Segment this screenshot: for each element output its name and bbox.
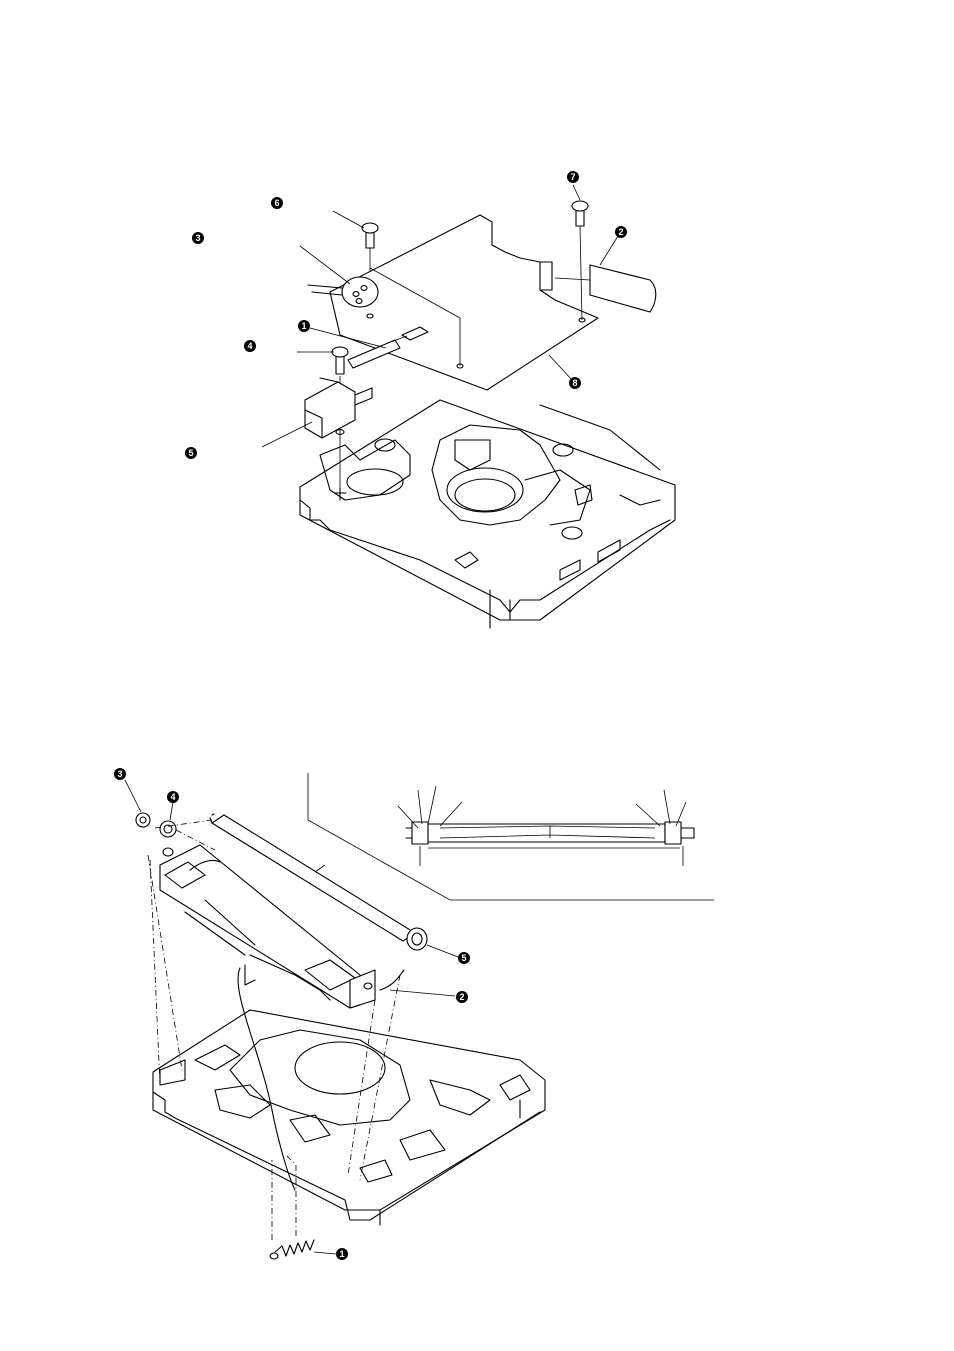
- inset-detail: [308, 773, 714, 900]
- callout-2-3: 3: [114, 768, 126, 780]
- flat-cable: [555, 265, 656, 312]
- callout-2-4: 4: [167, 791, 179, 803]
- bushing: [160, 821, 176, 837]
- callout-2: 2: [615, 226, 627, 238]
- callout-5-label: 5: [188, 448, 193, 458]
- callout-5: 5: [185, 447, 197, 459]
- callout-4-label: 4: [247, 341, 252, 351]
- callout-6: 6: [271, 197, 283, 209]
- diagram-2-roller-removal: 3 4 5 2 1: [114, 768, 714, 1260]
- callout-7: 7: [567, 171, 579, 183]
- callout-2-5: 5: [458, 952, 470, 964]
- callout-3-label: 3: [195, 233, 200, 243]
- roller-bracket: [160, 845, 375, 1008]
- callout-1: 1: [298, 320, 310, 332]
- callout-2-4-label: 4: [170, 792, 175, 802]
- callout-6-label: 6: [274, 198, 279, 208]
- chassis-base-2: [153, 1010, 545, 1225]
- callout-2-2: 2: [456, 991, 468, 1003]
- callout-2-1-label: 1: [339, 1249, 344, 1259]
- callout-3: 3: [192, 232, 204, 244]
- chassis-base-1: [300, 400, 675, 628]
- callout-8-label: 8: [572, 378, 577, 388]
- spring-wire: [238, 968, 404, 1190]
- callout-4: 4: [244, 340, 256, 352]
- screw-7: [572, 201, 588, 320]
- callout-1-label: 1: [301, 321, 306, 331]
- bracket-component: [305, 378, 372, 438]
- callout-7-label: 7: [570, 172, 575, 182]
- callout-2-label: 2: [618, 227, 623, 237]
- callout-2-5-label: 5: [461, 953, 466, 963]
- spring: [270, 1240, 314, 1259]
- callout-2-1: 1: [336, 1248, 348, 1260]
- washer: [136, 813, 150, 827]
- callout-2-3-label: 3: [117, 769, 122, 779]
- callout-2-2-label: 2: [459, 992, 464, 1002]
- diagram-1-pcb-removal: 6 3 7 2 1 4 8 5: [185, 171, 675, 628]
- callout-8: 8: [569, 377, 581, 389]
